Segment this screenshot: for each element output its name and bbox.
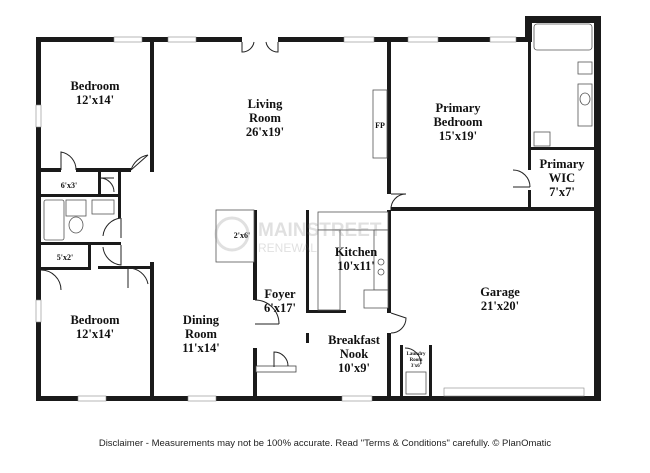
room-primary-wic: Primary WIC 7'x7' bbox=[539, 157, 585, 199]
fireplace-label: FP bbox=[375, 121, 385, 130]
watermark-line1: MAINSTREET bbox=[258, 220, 382, 241]
room-label-line1: Laundry bbox=[407, 352, 426, 357]
room-label-line1: Living bbox=[248, 97, 283, 111]
room-living: Living Room 26'x19' bbox=[246, 97, 284, 139]
room-label: Kitchen bbox=[335, 245, 377, 259]
room-label-line2: Room bbox=[410, 358, 424, 363]
room-bedroom-top: Bedroom 12'x14' bbox=[70, 79, 120, 107]
room-dimensions: 12'x14' bbox=[76, 93, 114, 107]
room-bedroom-bottom: Bedroom 12'x14' bbox=[70, 313, 120, 341]
room-dimensions: 21'x20' bbox=[481, 299, 519, 313]
watermark-logo: MAINSTREET RENEWAL bbox=[214, 216, 382, 255]
room-label-line1: Dining bbox=[183, 313, 220, 327]
room-primary-bedroom: Primary Bedroom 15'x19' bbox=[433, 101, 483, 143]
room-label-line2: Room bbox=[249, 111, 282, 125]
room-dining: Dining Room 11'x14' bbox=[182, 313, 220, 355]
room-laundry: Laundry Room 3'x6' bbox=[407, 352, 426, 369]
doors bbox=[40, 151, 531, 373]
closet-top-dimensions: 6'x3' bbox=[61, 181, 77, 190]
room-dimensions: 12'x14' bbox=[76, 327, 114, 341]
room-label-line2: Nook bbox=[340, 347, 369, 361]
room-label-line1: Breakfast bbox=[328, 333, 381, 347]
room-foyer: Foyer 6'x17' bbox=[264, 287, 296, 315]
room-label: Foyer bbox=[264, 287, 296, 301]
room-dimensions: 11'x14' bbox=[182, 341, 220, 355]
room-label-line2: WIC bbox=[549, 171, 575, 185]
room-garage: Garage 21'x20' bbox=[480, 285, 520, 313]
pantry-dimensions: 2'x6' bbox=[234, 231, 250, 240]
room-label-line2: Bedroom bbox=[433, 115, 483, 129]
room-dimensions: 10'x9' bbox=[338, 361, 370, 375]
room-dimensions: 3'x6' bbox=[411, 364, 422, 369]
watermark-icon bbox=[214, 216, 250, 252]
closet-bath-dimensions: 5'x2' bbox=[57, 253, 73, 262]
room-dimensions: 15'x19' bbox=[439, 129, 477, 143]
interior-walls bbox=[41, 42, 601, 401]
room-dimensions: 26'x19' bbox=[246, 125, 284, 139]
disclaimer-text: Disclaimer - Measurements may not be 100… bbox=[98, 438, 552, 449]
watermark-line2: RENEWAL bbox=[258, 241, 317, 255]
room-label-line1: Primary bbox=[435, 101, 481, 115]
room-label: Bedroom bbox=[70, 79, 120, 93]
room-dimensions: 6'x17' bbox=[264, 301, 296, 315]
living-room-french-door bbox=[241, 36, 279, 53]
room-label-line1: Primary bbox=[539, 157, 585, 171]
room-label: Bedroom bbox=[70, 313, 120, 327]
room-dimensions: 10'x11' bbox=[337, 259, 375, 273]
room-kitchen: Kitchen 10'x11' bbox=[335, 245, 377, 273]
room-label-line2: Room bbox=[185, 327, 218, 341]
room-breakfast-nook: Breakfast Nook 10'x9' bbox=[328, 333, 381, 375]
room-label: Garage bbox=[480, 285, 520, 299]
windows bbox=[35, 36, 585, 402]
fixtures bbox=[43, 23, 593, 395]
room-dimensions: 7'x7' bbox=[549, 185, 575, 199]
